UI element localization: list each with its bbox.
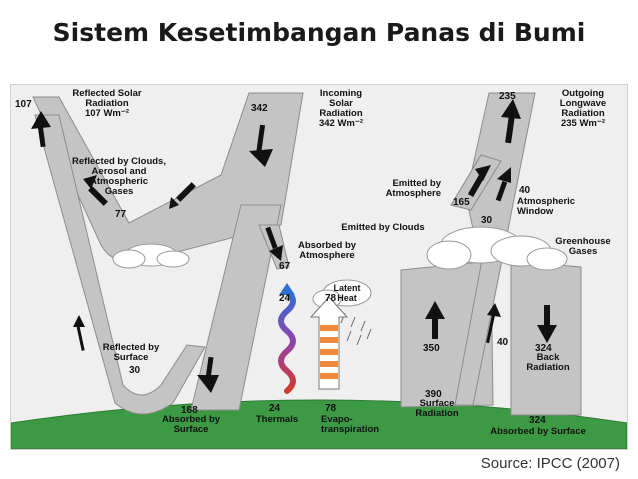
arrow-absorbed-atmosphere (265, 226, 283, 261)
arrow-reflected-clouds-right (169, 182, 196, 209)
label-thermals: Thermals (255, 414, 299, 425)
arrow-surface-radiation (425, 301, 445, 339)
value-absorbed-surface-left: 168 (181, 405, 198, 416)
label-surface-radiation: Surface Radiation (415, 398, 459, 419)
label-reflected-solar: Reflected Solar Radiation 107 Wm⁻² (72, 88, 142, 119)
label-absorbed-surface-left: Absorbed by Surface (161, 414, 221, 435)
arrow-reflected-surface (73, 315, 85, 351)
source-caption: Source: IPCC (2007) (480, 455, 620, 472)
arrow-reflected-solar (31, 111, 51, 148)
arrow-absorbed-surface (197, 356, 219, 393)
value-reflected-solar: 107 (15, 99, 32, 110)
cloud-right (426, 226, 568, 271)
label-atmospheric-window: Atmospheric Window (517, 196, 576, 217)
label-absorbed-atmosphere: Absorbed by Atmosphere (297, 240, 357, 261)
label-emitted-atmosphere: Emitted by Atmosphere (385, 178, 441, 199)
label-outgoing-longwave: Outgoing Longwave Radiation 235 Wm⁻² (559, 88, 607, 129)
value-absorbed-surface-right: 324 (529, 415, 546, 426)
arrow-emitted-clouds (495, 167, 511, 202)
diagram-graphics (11, 92, 627, 449)
label-greenhouse-gases: Greenhouse Gases (555, 236, 611, 257)
value-latent-heat: 78 (325, 293, 337, 304)
value-emitted-atmosphere: 165 (453, 197, 470, 208)
value-thermals: 24 (269, 403, 281, 414)
arrow-incoming-solar (249, 124, 273, 167)
rain-drops (340, 312, 372, 346)
label-absorbed-surface-right: Absorbed by Surface (490, 426, 586, 437)
arrow-back-radiation (537, 305, 557, 343)
arrow-reflected-clouds (83, 175, 108, 206)
value-window-low: 40 (497, 337, 509, 348)
arrow-outgoing-longwave (501, 99, 521, 144)
thermals-arrowhead (279, 283, 295, 295)
energy-balance-diagram: Reflected Solar Radiation 107 Wm⁻² Incom… (10, 84, 628, 450)
arrow-emitted-atmosphere (467, 165, 491, 198)
earth-surface (11, 399, 627, 449)
value-surface-radiation: 390 (425, 389, 442, 400)
value-emitted-clouds: 30 (481, 215, 493, 226)
value-absorbed-atmosphere: 67 (279, 261, 291, 272)
label-reflected-clouds: Reflected by Clouds, Aerosol and Atmosph… (72, 156, 166, 197)
value-outgoing-longwave: 235 (499, 91, 516, 102)
incoming-surface-band (190, 204, 282, 411)
thermals-wavy-arrow (278, 288, 296, 394)
value-reflected-clouds: 77 (115, 209, 127, 220)
label-incoming-solar: Incoming Solar Radiation 342 Wm⁻² (318, 88, 364, 129)
label-reflected-surface: Reflected by Surface (102, 342, 160, 363)
value-atmospheric-window: 40 (519, 185, 531, 196)
label-evapotranspiration: Evapo- transpiration (321, 414, 380, 435)
value-back-radiation: 324 (535, 343, 552, 354)
arrow-atmospheric-window (486, 303, 501, 344)
reflected-surface-band (34, 114, 206, 415)
label-emitted-clouds: Emitted by Clouds (341, 222, 425, 233)
cloud-left (112, 243, 190, 269)
value-evapotranspiration: 78 (325, 403, 337, 414)
value-thermals-top: 24 (279, 293, 291, 304)
label-latent-heat: Latent Heat (333, 283, 361, 303)
latent-heat-arrow (309, 296, 349, 390)
page-title: Sistem Kesetimbangan Panas di Bumi (52, 18, 586, 47)
value-reflected-surface: 30 (129, 365, 141, 376)
value-incoming-solar: 342 (251, 103, 268, 114)
label-back-radiation: Back Radiation (526, 352, 570, 373)
value-surface-radiation-arrow: 350 (423, 343, 440, 354)
